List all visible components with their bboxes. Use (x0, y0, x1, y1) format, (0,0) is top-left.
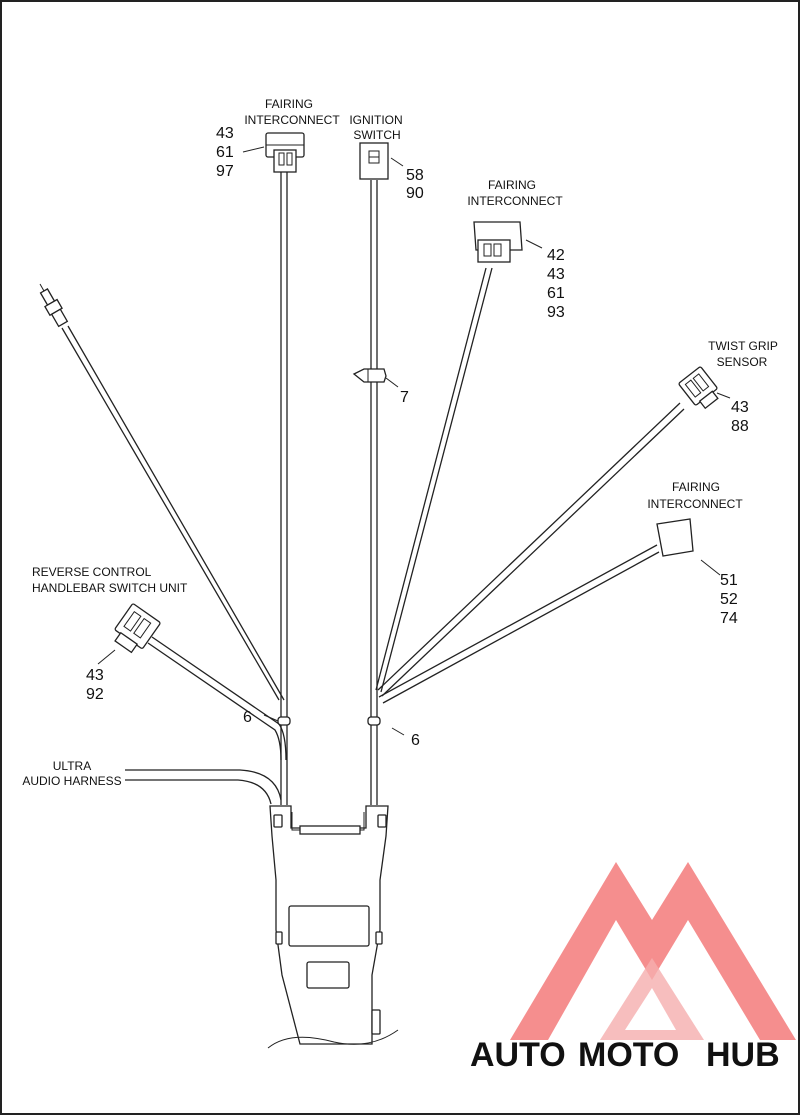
twist-grip-part-2: 88 (731, 418, 749, 435)
fairing-right-part-2: 43 (547, 266, 565, 283)
twist-grip-label-line2: SENSOR (717, 355, 768, 369)
fairing-right-part-4: 93 (547, 304, 565, 321)
reverse-control-part-1: 43 (86, 667, 104, 684)
fairing-top-part-2: 61 (216, 144, 234, 161)
twist-grip-label-line1: TWIST GRIP (708, 339, 778, 353)
tie-left-part-number: 6 (243, 709, 252, 726)
fairing-lower-part-3: 74 (720, 610, 738, 627)
fairing-right-label-line1: FAIRING (488, 178, 536, 192)
ignition-label-line1: IGNITION (349, 113, 402, 127)
ignition-part-2: 90 (406, 185, 424, 202)
ignition-label-line2: SWITCH (353, 128, 400, 142)
fairing-top-label-line2: INTERCONNECT (244, 113, 340, 127)
fairing-right-label-line2: INTERCONNECT (467, 194, 563, 208)
ultra-audio-label-line2: AUDIO HARNESS (22, 774, 121, 788)
watermark-text-auto: AUTO (470, 1036, 566, 1074)
cable-tie-right (367, 716, 381, 726)
watermark-text-moto: MOTO (578, 1036, 679, 1074)
fairing-right-part-3: 61 (547, 285, 565, 302)
reverse-control-label-line2: HANDLEBAR SWITCH UNIT (32, 581, 188, 595)
clip-part-number: 7 (400, 389, 409, 406)
fairing-interconnect-lower-connector (656, 518, 694, 557)
tie-right-part-number: 6 (411, 732, 420, 749)
fairing-lower-label-line1: FAIRING (672, 480, 720, 494)
ignition-part-1: 58 (406, 167, 424, 184)
fairing-top-part-3: 97 (216, 163, 234, 180)
cable-tie-left (277, 716, 291, 726)
ultra-audio-label-line1: ULTRA (53, 759, 91, 773)
fairing-interconnect-right-connector (473, 221, 523, 263)
watermark-triangle (510, 862, 796, 1040)
fairing-lower-part-1: 51 (720, 572, 738, 589)
fairing-right-part-1: 42 (547, 247, 565, 264)
leader-lines (97, 146, 731, 736)
antenna-plug (39, 283, 69, 328)
ignition-switch-connector (359, 142, 389, 180)
reverse-control-label-line1: REVERSE CONTROL (32, 565, 152, 579)
handlebar-housing (267, 805, 399, 1049)
harness-clip (352, 368, 387, 383)
reverse-control-part-2: 92 (86, 686, 104, 703)
reverse-control-connector (114, 603, 161, 654)
fairing-top-part-1: 43 (216, 125, 234, 142)
watermark-logo (510, 862, 796, 1040)
fairing-interconnect-top-connector (265, 132, 305, 173)
fairing-top-label-line1: FAIRING (265, 97, 313, 111)
watermark-text-hub: HUB (706, 1036, 780, 1074)
fairing-lower-label-line2: INTERCONNECT (647, 497, 743, 511)
twist-grip-sensor-connector (678, 366, 719, 410)
twist-grip-part-1: 43 (731, 399, 749, 416)
fairing-lower-part-2: 52 (720, 591, 738, 608)
harness-wires (61, 172, 685, 805)
